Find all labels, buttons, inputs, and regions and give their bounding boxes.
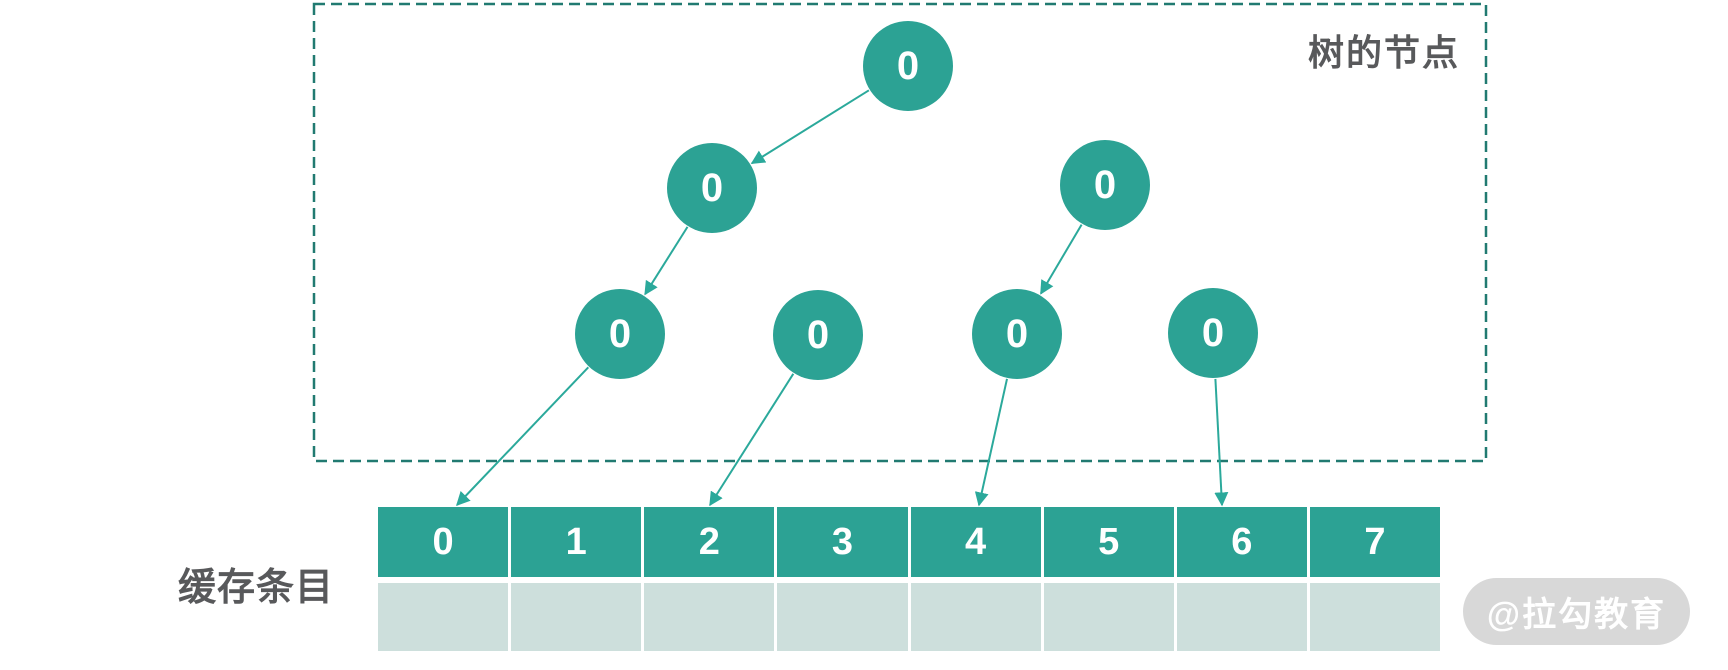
tree-node-l3a: 0 bbox=[575, 289, 665, 379]
tree-box-label: 树的节点 bbox=[1308, 32, 1461, 73]
tree-node-l3d: 0 bbox=[1168, 288, 1258, 378]
cache-empty-cell-2 bbox=[644, 583, 775, 651]
watermark-text: @拉勾教育 bbox=[1486, 596, 1667, 634]
tree-node-l3c: 0 bbox=[972, 289, 1062, 379]
cache-empty-cell-7 bbox=[1309, 583, 1440, 651]
cache-index-cell-3: 3 bbox=[777, 507, 908, 577]
cache-index-cell-0: 0 bbox=[378, 507, 509, 577]
tree-edge-l3b-cell-2 bbox=[709, 373, 795, 507]
watermark-badge: @拉勾教育 bbox=[1463, 578, 1690, 645]
tree-node-l2b: 0 bbox=[1060, 140, 1150, 230]
tree-node-root: 0 bbox=[863, 21, 953, 111]
cache-empty-cell-0 bbox=[378, 583, 509, 651]
tree-edge-l3c-cell-4 bbox=[974, 378, 1008, 507]
cache-index-cell-7: 7 bbox=[1309, 507, 1440, 577]
tree-node-l3b: 0 bbox=[773, 290, 863, 380]
cache-index-cell-6: 6 bbox=[1176, 507, 1307, 577]
tree-edge-root-l2a bbox=[750, 89, 870, 165]
cache-index-cell-1: 1 bbox=[511, 507, 642, 577]
tree-node-l2a: 0 bbox=[667, 143, 757, 233]
cache-empty-cell-5 bbox=[1043, 583, 1174, 651]
tree-edge-l2a-l3a bbox=[644, 226, 689, 296]
cache-index-cell-2: 2 bbox=[644, 507, 775, 577]
tree-edge-l2b-l3c bbox=[1040, 224, 1083, 295]
cache-empty-cell-1 bbox=[511, 583, 642, 651]
cache-empty-cell-4 bbox=[910, 583, 1041, 651]
cache-index-cell-4: 4 bbox=[910, 507, 1041, 577]
tree-edge-l3d-cell-6 bbox=[1214, 378, 1229, 507]
cache-empty-cell-3 bbox=[777, 583, 908, 651]
cache-entries-label: 缓存条目 bbox=[178, 567, 335, 609]
cache-empty-cell-6 bbox=[1176, 583, 1307, 651]
cache-empty-row bbox=[378, 583, 1440, 651]
cache-index-cell-5: 5 bbox=[1043, 507, 1174, 577]
tree-edge-l3a-cell-0 bbox=[456, 366, 590, 507]
